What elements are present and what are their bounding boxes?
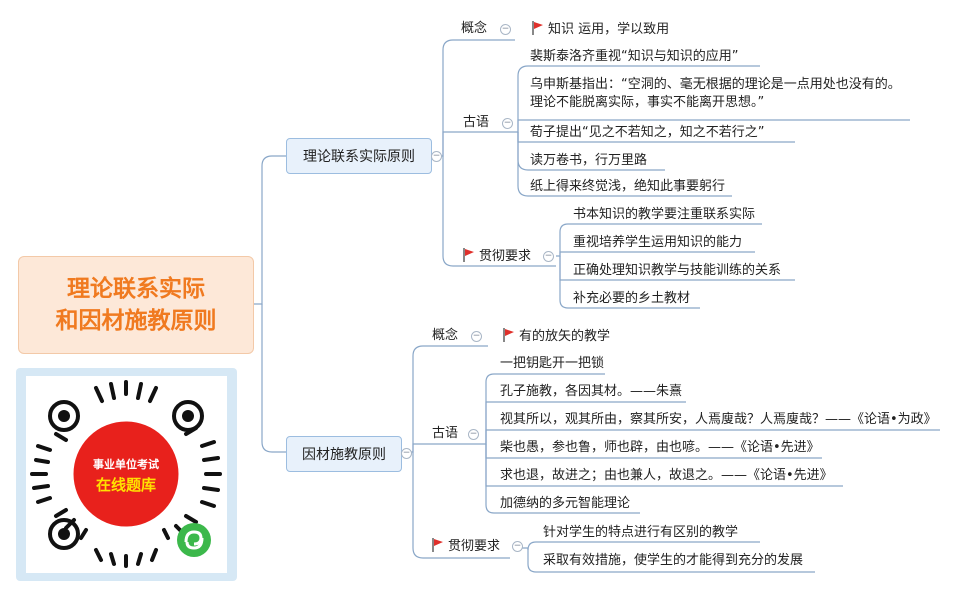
- list-item: 加德纳的多元智能理论: [500, 496, 631, 511]
- list-item: 视其所以，观其所由，察其所安，人焉廋哉？人焉廋哉？——《论语•为政》: [500, 412, 937, 427]
- list-item: 求也退，故进之；由也兼人，故退之。——《论语•先进》: [500, 468, 833, 483]
- qr-line2: 在线题库: [96, 476, 156, 494]
- branch-title: 理论联系实际原则: [303, 149, 415, 165]
- require-label: 贯彻要求: [463, 248, 531, 265]
- red-flag-icon: [432, 538, 443, 552]
- branch-title: 因材施教原则: [302, 447, 386, 463]
- list-item: 一把钥匙开一把锁: [500, 356, 605, 371]
- list-item: 柴也愚，参也鲁，师也辟，由也喭。——《论语•先进》: [500, 440, 820, 455]
- red-flag-icon: [463, 248, 474, 262]
- root-topic-line1: 理论联系实际: [67, 276, 205, 302]
- list-item: 理论不能脱离实际，事实不能离开思想。”: [530, 95, 765, 110]
- ancient-label: 古语: [432, 426, 459, 441]
- require-label: 贯彻要求: [432, 538, 500, 555]
- list-item: 补充必要的乡土教材: [573, 291, 691, 306]
- list-item: 针对学生的特点进行有区别的教学: [543, 525, 739, 540]
- root-topic-line2: 和因材施教原则: [55, 308, 217, 334]
- list-item: 读万卷书，行万里路: [530, 153, 648, 168]
- concept-label: 概念: [461, 21, 488, 36]
- branch-theory-practice[interactable]: 理论联系实际原则: [286, 138, 432, 174]
- collapse-toggle-icon[interactable]: −: [543, 251, 554, 262]
- qr-code: 事业单位考试 在线题库: [26, 376, 227, 573]
- root-topic[interactable]: 理论联系实际 和因材施教原则: [18, 256, 254, 354]
- list-item: 书本知识的教学要注重联系实际: [573, 207, 756, 222]
- red-flag-icon: [532, 21, 543, 35]
- collapse-toggle-icon[interactable]: −: [468, 429, 479, 440]
- qr-code-panel[interactable]: 事业单位考试 在线题库: [16, 368, 237, 581]
- concept-label: 概念: [432, 328, 459, 343]
- concept-text: 知识 运用，学以致用: [532, 21, 669, 38]
- list-item: 乌申斯基指出：“空洞的、毫无根据的理论是一点用处也没有的。: [530, 77, 901, 92]
- list-item: 正确处理知识教学与技能训练的关系: [573, 263, 782, 278]
- collapse-toggle-icon[interactable]: −: [500, 24, 511, 35]
- concept-text: 有的放矢的教学: [503, 328, 610, 345]
- list-item: 采取有效措施，使学生的才能得到充分的发展: [543, 553, 804, 568]
- collapse-toggle-icon[interactable]: −: [502, 118, 513, 129]
- collapse-toggle-icon[interactable]: −: [471, 331, 482, 342]
- red-flag-icon: [503, 328, 514, 342]
- list-item: 荀子提出“见之不若知之，知之不若行之”: [530, 125, 765, 140]
- collapse-toggle-icon[interactable]: −: [431, 151, 442, 162]
- branch-individualized[interactable]: 因材施教原则: [286, 436, 402, 472]
- list-item: 重视培养学生运用知识的能力: [573, 235, 743, 250]
- qr-line1: 事业单位考试: [93, 457, 159, 471]
- list-item: 裴斯泰洛齐重视“知识与知识的应用”: [530, 49, 739, 64]
- qr-pattern-icon: 事业单位考试 在线题库: [30, 380, 222, 568]
- list-item: 纸上得来终觉浅，绝知此事要躬行: [530, 179, 726, 194]
- collapse-toggle-icon[interactable]: −: [401, 448, 412, 459]
- ancient-label: 古语: [463, 115, 490, 130]
- collapse-toggle-icon[interactable]: −: [512, 541, 523, 552]
- list-item: 孔子施教，各因其材。——朱熹: [500, 384, 683, 399]
